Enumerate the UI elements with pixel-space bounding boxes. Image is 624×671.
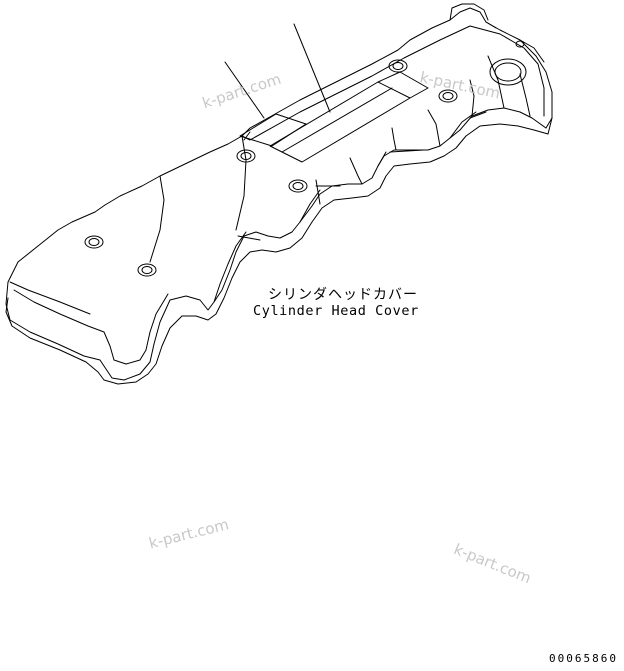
cover-top-outline [17,7,553,263]
leader-lines [224,23,331,119]
part-name-english: Cylinder Head Cover [253,303,419,319]
bolt-holes [84,59,458,277]
cover-lobe-ridges [149,55,531,263]
cover-inner-rim [241,25,545,141]
cover-end-cap [449,3,545,63]
drawing-code: 00065860 [549,652,618,665]
cover-front-inner [13,111,477,365]
label-plates [239,71,429,163]
cover-bottom-edge [5,117,553,385]
oil-filler-cap [489,40,527,86]
cover-chamfers [9,111,487,315]
part-name-japanese: シリンダヘッドカバー [268,287,418,303]
